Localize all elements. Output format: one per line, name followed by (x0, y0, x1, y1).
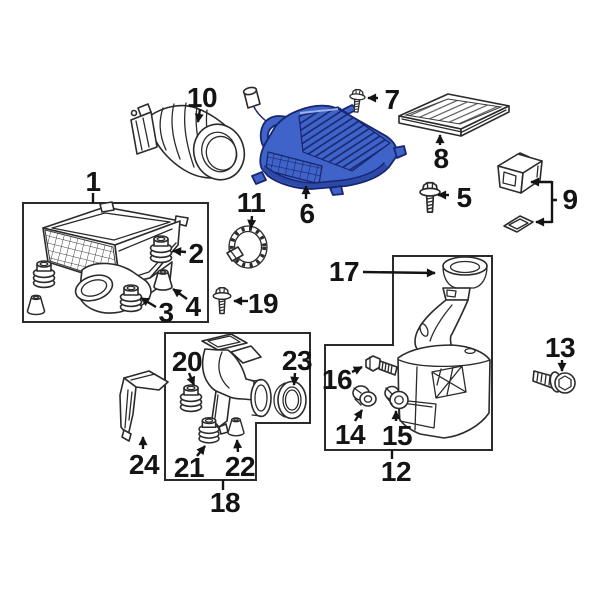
leader-9-bracket (550, 181, 557, 223)
leader-20 (186, 372, 196, 386)
housing-grommet-duplicate (32, 260, 56, 289)
callout-23[interactable]: 23 (282, 345, 313, 376)
callout-5[interactable]: 5 (456, 182, 472, 213)
callout-21[interactable]: 21 (174, 452, 205, 483)
leader-17 (362, 268, 436, 278)
part-3-grommet (119, 284, 143, 313)
callout-24[interactable]: 24 (129, 449, 161, 480)
part-2-grommet (149, 235, 173, 264)
part-20-grommet (179, 384, 203, 413)
callout-9[interactable]: 9 (562, 184, 578, 215)
callout-2[interactable]: 2 (188, 238, 204, 269)
callout-12[interactable]: 12 (381, 456, 412, 487)
leader-11 (247, 215, 257, 229)
group-box-18 (164, 332, 311, 481)
leader-16 (351, 365, 363, 375)
part-9-gasket (503, 215, 534, 233)
callout-13[interactable]: 13 (545, 332, 576, 363)
part-23-coupler (273, 380, 307, 420)
part-13-bolt (532, 370, 576, 394)
callout-18[interactable]: 18 (210, 487, 241, 518)
part-6-air-cleaner-cover (242, 86, 407, 196)
part-17-collar (442, 256, 488, 289)
part-10-intake-hose (130, 102, 246, 181)
part-18-elbow-duct (201, 333, 272, 435)
leader-22 (233, 439, 243, 453)
part-12-resonator (397, 287, 491, 439)
callout-11[interactable]: 11 (237, 187, 266, 218)
callout-17[interactable]: 17 (329, 256, 360, 287)
callout-6[interactable]: 6 (299, 198, 315, 229)
leader-10 (194, 108, 204, 123)
leader-23 (290, 372, 300, 386)
group-box-1 (22, 202, 209, 323)
callout-7[interactable]: 7 (384, 84, 400, 115)
leader-4 (172, 288, 188, 300)
part-16-bolt (365, 355, 398, 376)
leader-2 (172, 247, 187, 257)
leader-21 (196, 445, 206, 457)
group-boxes (22, 202, 493, 481)
callout-10[interactable]: 10 (187, 82, 218, 113)
callout-15[interactable]: 15 (382, 420, 413, 451)
leader-lines (91, 93, 567, 490)
part-24-bracket (119, 370, 169, 442)
callout-labels: 1 2 3 4 5 6 7 8 9 10 11 12 13 14 15 16 1… (85, 82, 578, 518)
callout-14[interactable]: 14 (335, 419, 367, 450)
callout-19[interactable]: 19 (248, 288, 279, 319)
callout-16[interactable]: 16 (322, 364, 353, 395)
part-8-air-filter (398, 93, 510, 137)
callout-1[interactable]: 1 (85, 166, 101, 197)
callout-20[interactable]: 20 (172, 346, 203, 377)
callout-4[interactable]: 4 (185, 291, 202, 322)
leader-3 (140, 296, 157, 309)
callout-22[interactable]: 22 (225, 451, 256, 482)
part-15-bushing (384, 385, 409, 410)
part-9-maf-sensor (497, 152, 543, 194)
group-box-12 (324, 255, 493, 451)
callout-3[interactable]: 3 (158, 297, 174, 328)
part-21-grommet (198, 416, 220, 444)
part-14-bushing (352, 385, 377, 407)
leader-14 (353, 409, 364, 422)
callout-8[interactable]: 8 (433, 143, 449, 174)
